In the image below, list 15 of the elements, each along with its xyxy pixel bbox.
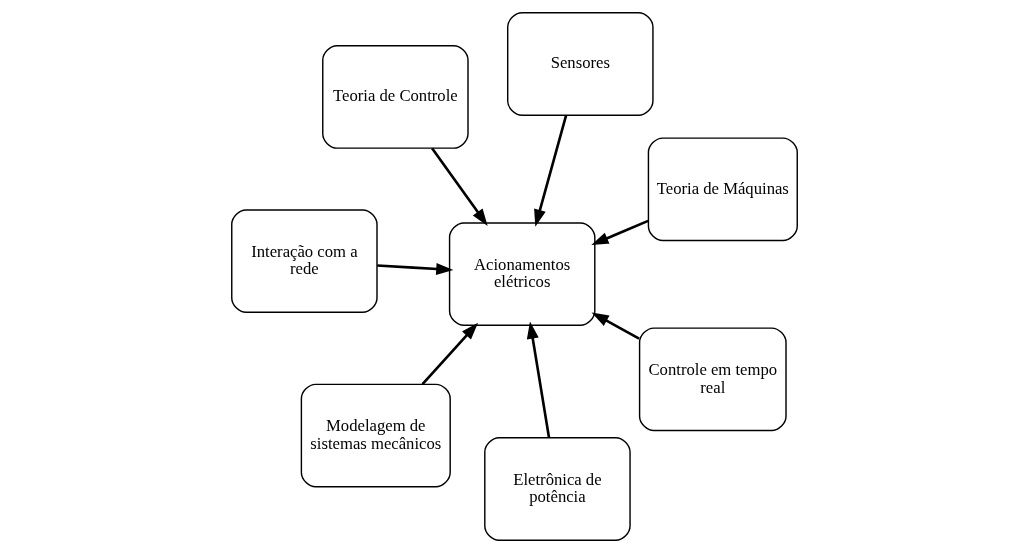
node-box: Interação com a rede [231, 209, 378, 314]
arrow [377, 263, 454, 275]
arrow [526, 321, 551, 438]
arrow [431, 147, 488, 226]
arrow [421, 322, 479, 385]
node-box: Modelagem de sistemas mecânicos [300, 383, 451, 488]
node-box: Acionamentos elétricos [448, 222, 596, 326]
arrow [534, 115, 568, 227]
node-box: Controle em tempo real [638, 327, 787, 432]
arrow [591, 312, 640, 340]
node-box: Teoria de Controle [322, 45, 469, 149]
node-box: Sensores [507, 12, 654, 116]
node-box: Eletrônica de potência [484, 437, 631, 541]
arrow [591, 219, 649, 245]
node-box: Teoria de Máquinas [647, 137, 798, 242]
